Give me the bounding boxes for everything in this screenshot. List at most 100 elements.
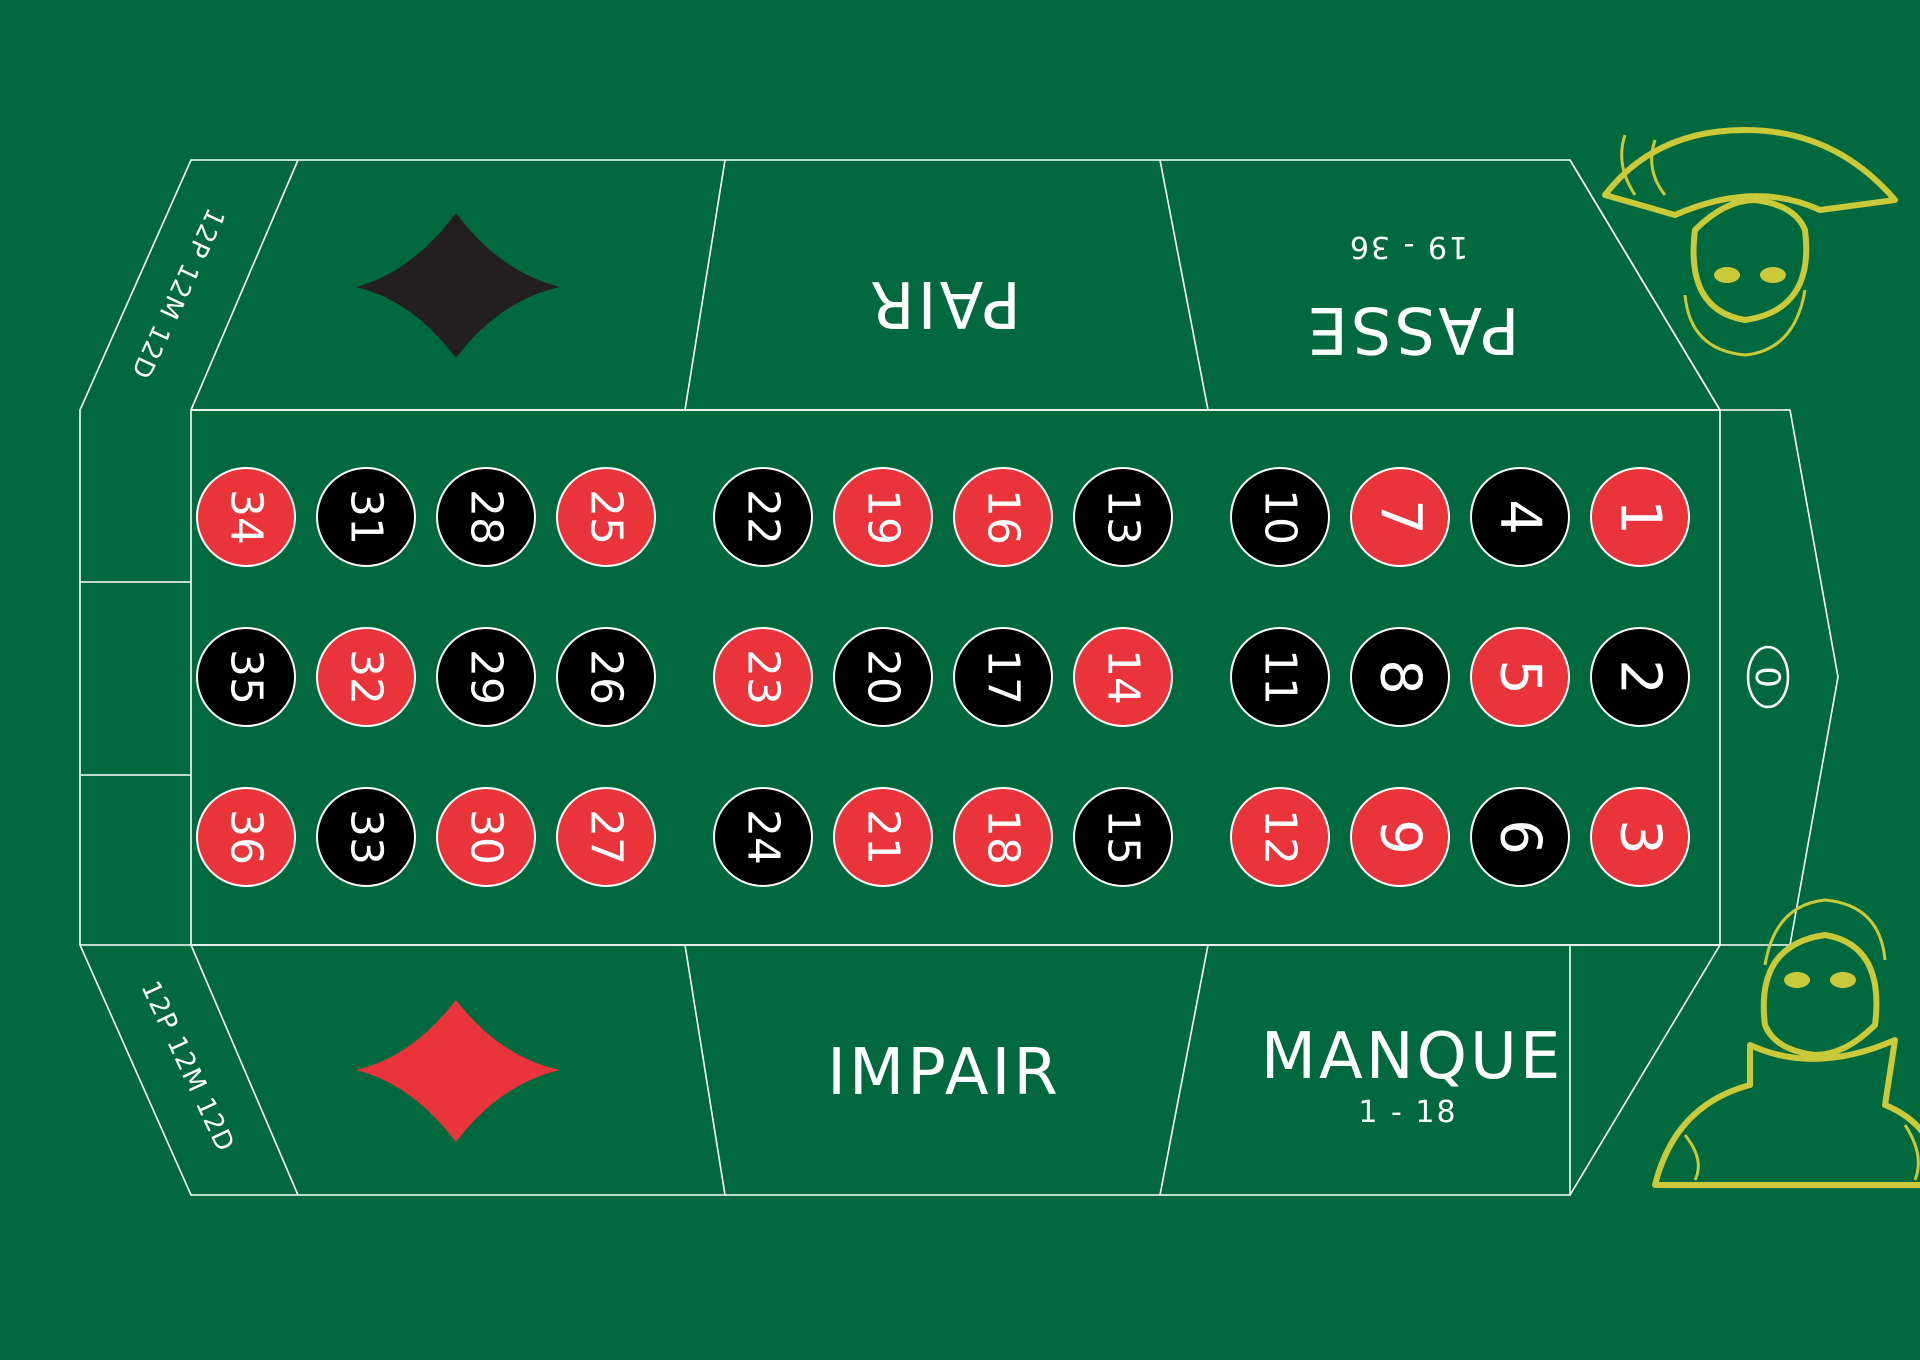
number-16[interactable]: 16: [953, 467, 1053, 567]
number-chip-circle: [1073, 627, 1173, 727]
number-21[interactable]: 21: [833, 787, 933, 887]
number-chip-circle: [953, 467, 1053, 567]
number-chip-circle: [1470, 467, 1570, 567]
number-label: 10: [1255, 489, 1306, 545]
number-label: 33: [341, 809, 392, 865]
number-label: 23: [738, 649, 789, 705]
number-chip-circle: [316, 787, 416, 887]
number-label: 18: [978, 809, 1029, 865]
number-4[interactable]: 4: [1470, 467, 1570, 567]
number-chip-circle: [436, 627, 536, 727]
number-chip-circle: [316, 467, 416, 567]
number-22[interactable]: 22: [713, 467, 813, 567]
pair-label: PAIR: [867, 266, 1021, 340]
number-label: 35: [221, 649, 272, 705]
number-label: 22: [738, 489, 789, 545]
impair-label: IMPAIR: [827, 1036, 1061, 1110]
number-18[interactable]: 18: [953, 787, 1053, 887]
number-20[interactable]: 20: [833, 627, 933, 727]
dozen-bottom-label: 12P 12M 12D: [135, 976, 240, 1156]
number-6[interactable]: 6: [1470, 787, 1570, 887]
column-bet-zone-top[interactable]: [82, 412, 189, 580]
number-34[interactable]: 34: [196, 467, 296, 567]
number-label: 13: [1098, 489, 1149, 545]
number-label: 7: [1368, 499, 1433, 535]
black-diamond-icon: [356, 213, 560, 358]
number-11[interactable]: 11: [1230, 627, 1330, 727]
number-chip-circle: [713, 787, 813, 887]
number-chip-circle: [436, 787, 536, 887]
manque-range-label: 1 - 18: [1358, 1095, 1457, 1130]
number-label: 19: [858, 489, 909, 545]
number-17[interactable]: 17: [953, 627, 1053, 727]
number-25[interactable]: 25: [556, 467, 656, 567]
number-13[interactable]: 13: [1073, 467, 1173, 567]
number-chip-circle: [196, 467, 296, 567]
number-12[interactable]: 12: [1230, 787, 1330, 887]
number-chip-circle: [953, 627, 1053, 727]
number-chip-circle: [556, 787, 656, 887]
column-bet-zone-middle[interactable]: [82, 584, 189, 773]
number-31[interactable]: 31: [316, 467, 416, 567]
number-chip-circle: [713, 467, 813, 567]
number-10[interactable]: 10: [1230, 467, 1330, 567]
number-36[interactable]: 36: [196, 787, 296, 887]
number-chip-circle: [833, 627, 933, 727]
number-label: 3: [1608, 819, 1673, 855]
bottom-bet-row: [190, 944, 1721, 1196]
number-label: 4: [1488, 499, 1553, 535]
number-35[interactable]: 35: [196, 627, 296, 727]
number-label: 36: [221, 809, 272, 865]
number-33[interactable]: 33: [316, 787, 416, 887]
number-7[interactable]: 7: [1350, 467, 1450, 567]
number-26[interactable]: 26: [556, 627, 656, 727]
number-chip-circle: [1590, 627, 1690, 727]
number-label: 5: [1488, 659, 1553, 695]
number-chip-circle: [1230, 467, 1330, 567]
number-2[interactable]: 2: [1590, 627, 1690, 727]
number-label: 28: [461, 489, 512, 545]
number-15[interactable]: 15: [1073, 787, 1173, 887]
number-chip-circle: [556, 627, 656, 727]
number-label: 25: [581, 489, 632, 545]
number-label: 15: [1098, 809, 1149, 865]
number-3[interactable]: 3: [1590, 787, 1690, 887]
manque-label: MANQUE: [1261, 1020, 1564, 1094]
number-29[interactable]: 29: [436, 627, 536, 727]
number-24[interactable]: 24: [713, 787, 813, 887]
zero-bet-zone[interactable]: 0: [1722, 412, 1790, 943]
number-label: 9: [1368, 819, 1433, 855]
number-chip-circle: [1590, 467, 1690, 567]
croupier-illustration-bottom: [1652, 898, 1920, 1188]
croupier-illustration-top: [1602, 127, 1898, 357]
number-14[interactable]: 14: [1073, 627, 1173, 727]
number-chip-circle: [1470, 627, 1570, 727]
number-chip-circle: [1350, 467, 1450, 567]
number-chip-circle: [1230, 627, 1330, 727]
number-27[interactable]: 27: [556, 787, 656, 887]
number-1[interactable]: 1: [1590, 467, 1690, 567]
zero-label: 0: [1747, 666, 1787, 688]
number-label: 30: [461, 809, 512, 865]
number-label: 6: [1488, 819, 1553, 855]
number-9[interactable]: 9: [1350, 787, 1450, 887]
number-label: 32: [341, 649, 392, 705]
number-5[interactable]: 5: [1470, 627, 1570, 727]
passe-label: PASSE: [1305, 292, 1520, 366]
number-30[interactable]: 30: [436, 787, 536, 887]
passe-bet-zone[interactable]: [1163, 162, 1563, 408]
number-label: 1: [1608, 499, 1673, 535]
number-28[interactable]: 28: [436, 467, 536, 567]
number-8[interactable]: 8: [1350, 627, 1450, 727]
number-label: 21: [858, 809, 909, 865]
number-23[interactable]: 23: [713, 627, 813, 727]
number-label: 11: [1255, 649, 1306, 705]
number-chip-circle: [833, 787, 933, 887]
number-32[interactable]: 32: [316, 627, 416, 727]
number-19[interactable]: 19: [833, 467, 933, 567]
number-label: 29: [461, 649, 512, 705]
number-chip-circle: [1073, 467, 1173, 567]
column-bet-zone-bottom[interactable]: [82, 777, 189, 943]
number-label: 12: [1255, 809, 1306, 865]
